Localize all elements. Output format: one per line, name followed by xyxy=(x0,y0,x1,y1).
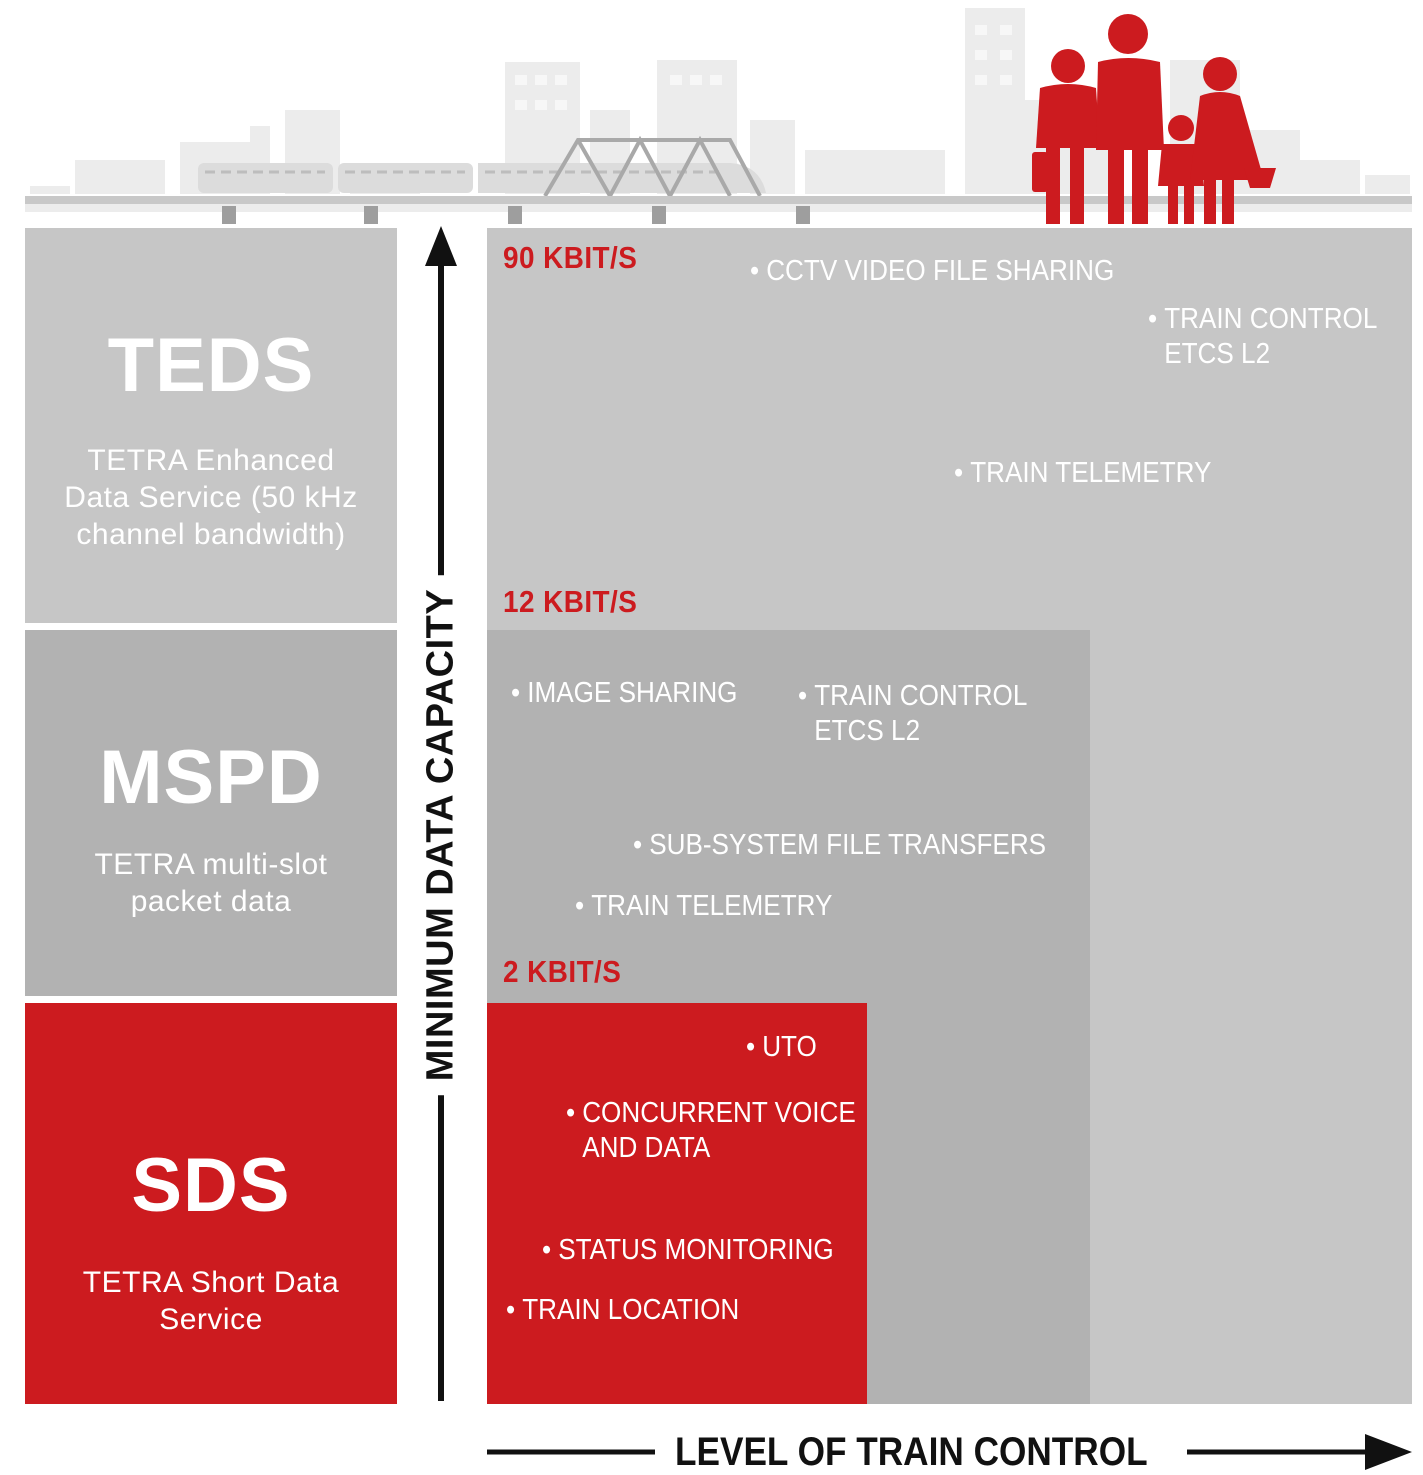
bullet-icon: • xyxy=(798,680,808,712)
rate-label-teds: 90 KBIT/S xyxy=(503,240,638,275)
app-item-label: STATUS MONITORING xyxy=(558,1234,834,1266)
x-axis-label: LEVEL OF TRAIN CONTROL xyxy=(675,1430,1148,1474)
app-item-label-line2: ETCS L2 xyxy=(814,715,921,747)
app-item-label: SUB-SYSTEM FILE TRANSFERS xyxy=(649,829,1047,861)
app-item: •UTO xyxy=(746,1030,817,1065)
truss-bridge-icon xyxy=(543,135,762,201)
panel-teds-description: TETRA Enhanced Data Service (50 kHz chan… xyxy=(64,444,358,551)
bullet-icon: • xyxy=(750,255,760,287)
panel-sds: SDS TETRA Short Data Service xyxy=(25,1003,397,1404)
bullet-icon: • xyxy=(1148,303,1158,335)
app-item-label: TRAIN TELEMETRY xyxy=(591,890,833,922)
app-item: •TRAIN CONTROL ETCS L2 xyxy=(798,679,1027,749)
app-item-label: IMAGE SHARING xyxy=(527,677,738,709)
app-item: •TRAIN LOCATION xyxy=(506,1293,739,1328)
app-item: •CCTV VIDEO FILE SHARING xyxy=(750,254,1114,289)
rate-label-mspd: 12 KBIT/S xyxy=(503,584,638,619)
app-item-label: TRAIN CONTROL xyxy=(1164,303,1378,335)
panel-mspd: MSPD TETRA multi-slot packet data xyxy=(25,630,397,996)
app-item: •CONCURRENT VOICE AND DATA xyxy=(566,1096,856,1166)
family-passengers-icon xyxy=(1032,14,1276,224)
panel-mspd-acronym: MSPD xyxy=(99,735,323,820)
app-item: •SUB-SYSTEM FILE TRANSFERS xyxy=(633,828,1046,863)
app-item: •TRAIN TELEMETRY xyxy=(575,889,832,924)
app-item-label: CONCURRENT VOICE xyxy=(582,1097,856,1129)
app-item-label-line2: AND DATA xyxy=(582,1132,711,1164)
bullet-icon: • xyxy=(542,1234,552,1266)
app-item: •STATUS MONITORING xyxy=(542,1233,834,1268)
x-axis-arrow-icon xyxy=(487,1434,1412,1470)
bullet-icon: • xyxy=(746,1031,756,1063)
viaduct-icon xyxy=(25,196,1412,224)
train-icon xyxy=(198,163,766,193)
tier-sds xyxy=(487,1003,867,1404)
app-item-label: TRAIN CONTROL xyxy=(814,680,1028,712)
bullet-icon: • xyxy=(633,829,643,861)
bullet-icon: • xyxy=(506,1294,516,1326)
app-item-label: TRAIN TELEMETRY xyxy=(970,457,1212,489)
app-item: •IMAGE SHARING xyxy=(511,676,737,711)
panel-mspd-description: TETRA multi-slot packet data xyxy=(94,848,328,918)
app-item: •TRAIN CONTROL ETCS L2 xyxy=(1148,302,1377,372)
bullet-icon: • xyxy=(954,457,964,489)
rate-label-sds: 2 KBIT/S xyxy=(503,954,622,989)
app-item-label: UTO xyxy=(762,1031,817,1063)
panel-teds-acronym: TEDS xyxy=(107,323,315,408)
y-axis-label: MINIMUM DATA CAPACITY xyxy=(419,574,463,1096)
bullet-icon: • xyxy=(566,1097,576,1129)
bullet-icon: • xyxy=(511,677,521,709)
skyline-illustration xyxy=(25,8,1412,224)
app-item-label-line2: ETCS L2 xyxy=(1164,338,1271,370)
panel-teds: TEDS TETRA Enhanced Data Service (50 kHz… xyxy=(25,228,397,623)
bullet-icon: • xyxy=(575,890,585,922)
panel-sds-acronym: SDS xyxy=(131,1143,291,1228)
app-item-label: TRAIN LOCATION xyxy=(522,1294,740,1326)
app-item-label: CCTV VIDEO FILE SHARING xyxy=(766,255,1115,287)
panel-sds-description: TETRA Short Data Service xyxy=(82,1266,340,1336)
app-item: •TRAIN TELEMETRY xyxy=(954,456,1211,491)
